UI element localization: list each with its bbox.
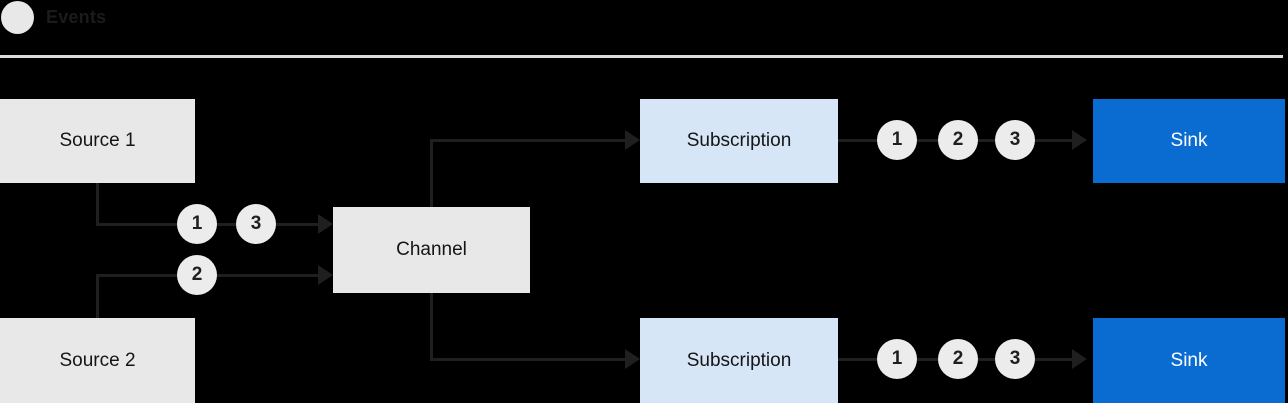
event-circle: 3 — [236, 204, 276, 244]
node-sink-bottom: Sink — [1093, 318, 1285, 403]
connector-channel-down-vertical — [430, 293, 433, 360]
arrowhead-source2-to-channel — [318, 265, 333, 285]
node-subscription-top: Subscription — [640, 99, 838, 183]
event-circle: 1 — [877, 339, 917, 379]
event-circle: 2 — [177, 255, 217, 295]
arrowhead-source1-to-channel — [318, 214, 333, 234]
connector-channel-up-vertical — [430, 140, 433, 207]
event-circle: 3 — [995, 339, 1035, 379]
event-circle: 3 — [995, 120, 1035, 160]
event-circle: 1 — [177, 204, 217, 244]
connector-source2-vertical — [96, 277, 99, 318]
events-legend-label: Events — [46, 7, 107, 27]
node-source-2: Source 2 — [0, 318, 195, 403]
header-divider — [0, 55, 1283, 58]
arrowhead-channel-to-subscription-bottom — [625, 349, 640, 369]
event-circle: 2 — [938, 339, 978, 379]
arrowhead-channel-to-subscription-top — [625, 130, 640, 150]
connector-channel-to-subscription-bottom — [430, 358, 626, 361]
event-circle: 2 — [938, 120, 978, 160]
node-channel: Channel — [333, 207, 530, 293]
arrowhead-subscription-bottom-to-sink — [1072, 349, 1087, 369]
events-legend-icon — [1, 1, 34, 34]
event-circle: 1 — [877, 120, 917, 160]
connector-channel-to-subscription-top — [430, 139, 626, 142]
arrowhead-subscription-top-to-sink — [1072, 130, 1087, 150]
node-subscription-bottom: Subscription — [640, 318, 838, 403]
connector-source1-vertical — [96, 183, 99, 226]
node-source-1: Source 1 — [0, 99, 195, 183]
node-sink-top: Sink — [1093, 99, 1285, 183]
